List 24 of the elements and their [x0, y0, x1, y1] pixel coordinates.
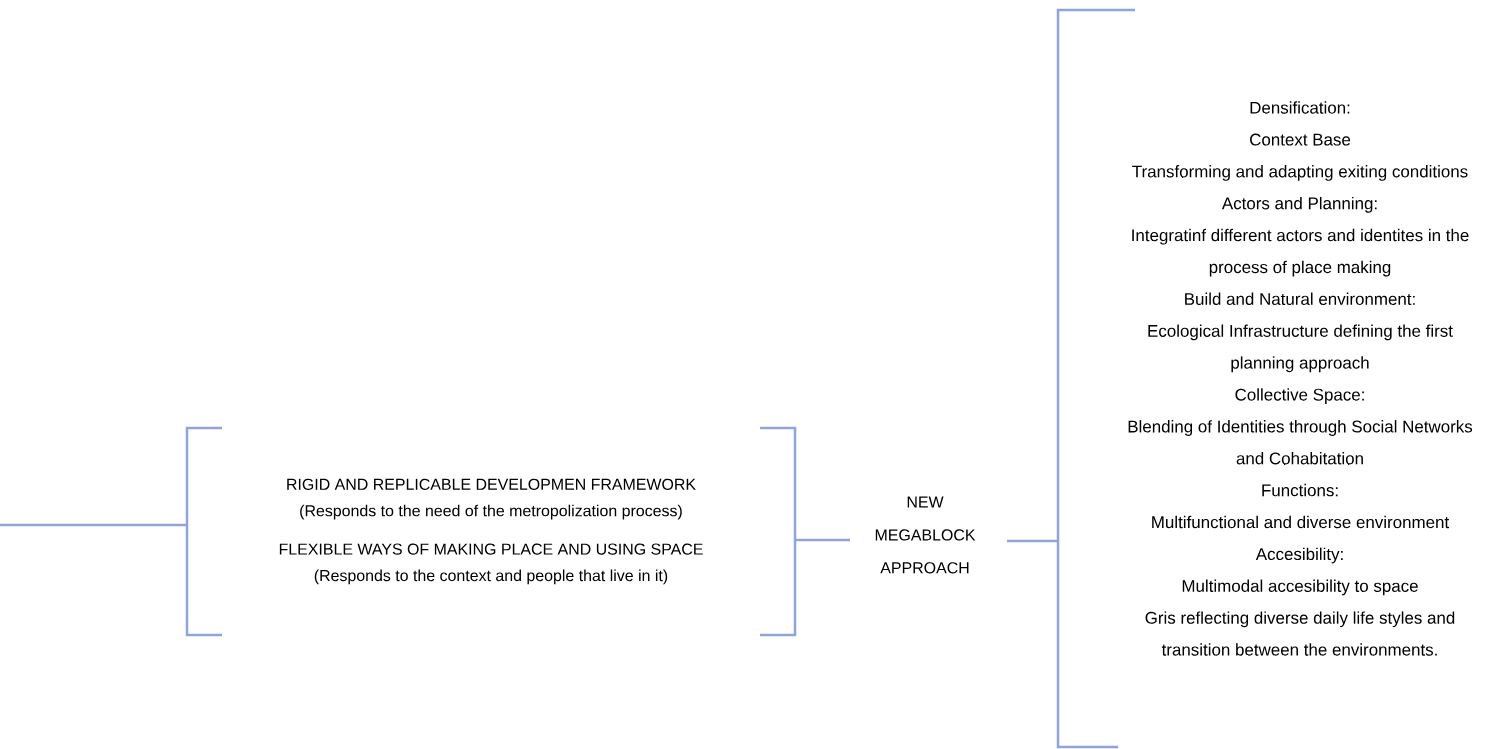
- connector-line: [1007, 539, 1058, 543]
- label-text: (Responds to the need of the metropolization process): [300, 504, 682, 520]
- label-text: Actors and Planning:: [1221, 196, 1377, 213]
- label-text: Gris reflecting diverse daily life styles and transition between the environments.: [1145, 611, 1455, 656]
- label-text: NEW MEGABLOCK APPROACH: [875, 496, 976, 574]
- label-text: Context Base: [1250, 133, 1351, 146]
- label-text: Collective Space:: [1235, 388, 1364, 404]
- label-text: Accesibility:: [1255, 547, 1343, 564]
- connector-line: [0, 523, 187, 527]
- label-text: (Responds to the context and people that live in it): [314, 569, 668, 585]
- label-text: Blending of Identities through Social Networks and Cohabitation: [1128, 420, 1473, 465]
- bracket-group: [185, 426, 797, 637]
- label-text: RIGID AND REPLICABLE DEVELOPMEN FRAMEWORK: [287, 478, 696, 490]
- connector-line: [795, 538, 850, 542]
- label-text: Transforming and adapting exiting conditions: [1132, 165, 1468, 181]
- label-text: Functions:: [1262, 483, 1338, 497]
- label-text: Build and Natural environment:: [1185, 292, 1415, 306]
- label-text: Integratinf different actors and identites in the process of place making: [1132, 228, 1469, 277]
- label-text: Densification:: [1250, 101, 1350, 114]
- label-text: FLEXIBLE WAYS OF MAKING PLACE AND USING SPACE: [279, 543, 703, 555]
- label-text: Multifunctional and diverse environment: [1152, 515, 1450, 529]
- label-text: Ecological Infrastructure defining the first planning approach: [1148, 324, 1453, 373]
- label-text: Multimodal accesibility to space: [1182, 579, 1418, 596]
- bracket-group: [1056, 8, 1473, 749]
